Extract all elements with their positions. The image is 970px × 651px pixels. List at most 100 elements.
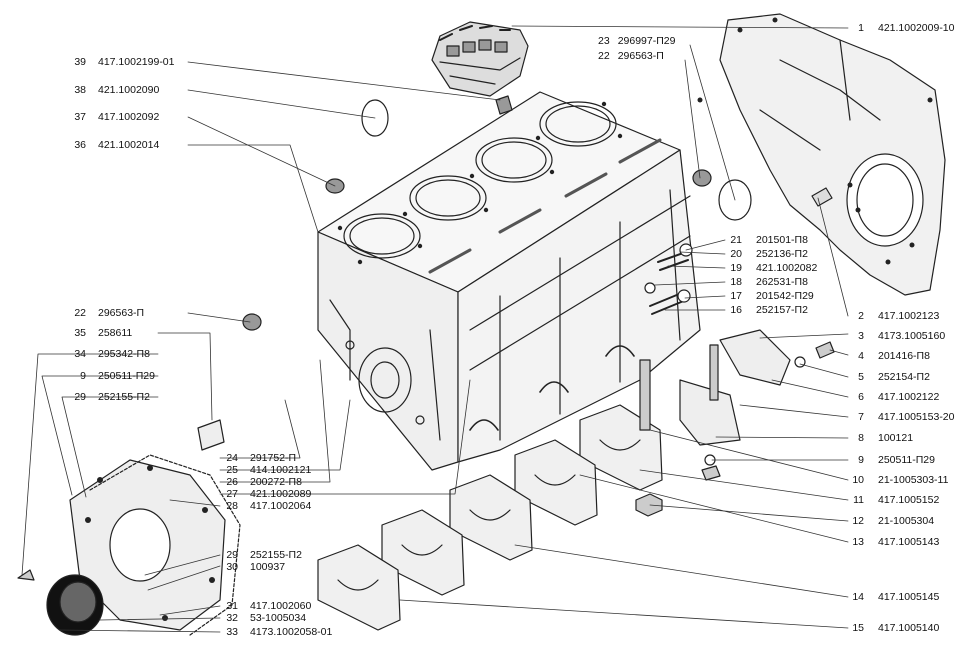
gasket-28 (89, 454, 241, 636)
label-13: 13 417.1005143 (850, 536, 939, 548)
label-num: 8 (858, 432, 864, 444)
label-34: 34 295342-П8 (68, 348, 150, 360)
plug-22-left (242, 313, 262, 331)
sleeve-35 (197, 419, 225, 451)
label-code: 252155-П2 (250, 549, 302, 561)
label-num: 30 (226, 561, 238, 573)
label-num: 21 (730, 234, 742, 246)
label-num: 10 (852, 474, 864, 486)
label-num: 1 (858, 22, 864, 34)
rear-cap-assembly (635, 329, 835, 517)
label-num: 22 (74, 307, 86, 319)
label-38: 38 421.1002090 (68, 84, 159, 96)
label-num: 12 (852, 515, 864, 527)
bolts-cluster (644, 243, 693, 315)
label-code: 4173.1002058-01 (250, 626, 333, 638)
label-5: 5 252154-П2 (850, 371, 930, 383)
label-num: 22 (598, 50, 610, 62)
label-num: 37 (74, 111, 86, 123)
label-code: 252155-П2 (98, 391, 150, 403)
label-29-center: 29 252155-П2 (220, 549, 302, 561)
label-9: 9 250511-П29 (850, 454, 935, 466)
label-code: 421.1002009-10 (878, 22, 955, 34)
label-num: 23 (598, 35, 610, 47)
label-code: 295342-П8 (98, 348, 150, 360)
label-30: 30 100937 (220, 561, 285, 573)
label-num: 29 (226, 549, 238, 561)
label-code: 252154-П2 (878, 371, 930, 383)
label-code: 250511-П29 (878, 454, 935, 466)
label-code: 417.1005140 (878, 622, 940, 634)
label-22-top: 22 296563-П (598, 50, 664, 62)
plug-22-top (692, 169, 712, 187)
label-33: 33 4173.1002058-01 (220, 626, 332, 638)
label-7: 7 417.1005153-20 (850, 411, 955, 423)
dowel-pin (811, 187, 833, 207)
label-code: 258611 (98, 327, 133, 339)
label-num: 18 (730, 276, 742, 288)
label-code: 417.1005153-20 (878, 411, 955, 423)
label-num: 32 (226, 612, 238, 624)
label-3: 3 4173.1005160 (850, 330, 945, 342)
label-code: 21-1005303-11 (878, 474, 949, 486)
label-num: 5 (858, 371, 864, 383)
label-code: 252157-П2 (756, 304, 808, 316)
sleeve-39 (495, 95, 513, 115)
label-18: 18 262531-П8 (728, 276, 808, 288)
label-code: 417.1005152 (878, 494, 940, 506)
label-num: 13 (852, 536, 864, 548)
engine-assembly-thumbnail (431, 21, 529, 97)
label-code: 417.1005145 (878, 591, 940, 603)
label-num: 11 (853, 494, 864, 506)
label-code: 417.1002123 (878, 310, 940, 322)
label-code: 4173.1005160 (878, 330, 946, 342)
label-code: 417.1002060 (250, 600, 312, 612)
label-num: 31 (226, 600, 238, 612)
label-num: 17 (730, 290, 742, 302)
label-code: 417.1002064 (250, 500, 312, 512)
label-num: 25 (226, 464, 238, 476)
label-code: 296563-П (617, 50, 664, 62)
label-31: 31 417.1002060 (220, 600, 311, 612)
label-num: 3 (858, 330, 864, 342)
label-code: 417.1005143 (878, 536, 940, 548)
label-code: 262531-П8 (756, 276, 808, 288)
label-num: 9 (858, 454, 864, 466)
label-num: 39 (74, 56, 86, 68)
label-num: 38 (74, 84, 86, 96)
label-code: 417.1002199-01 (98, 56, 175, 68)
label-num: 6 (858, 391, 864, 403)
label-code: 291752-П (250, 452, 297, 464)
label-code: 296563-П (98, 307, 145, 319)
label-num: 7 (858, 411, 864, 423)
label-code: 200272-П8 (250, 476, 302, 488)
label-num: 29 (74, 391, 86, 403)
label-code: 421.1002090 (98, 84, 160, 96)
label-22-left: 22 296563-П (68, 307, 144, 319)
label-num: 34 (74, 348, 86, 360)
label-code: 296997-П29 (617, 35, 676, 47)
label-num: 36 (74, 139, 86, 151)
label-29-left: 29 252155-П2 (68, 391, 150, 403)
label-num: 33 (226, 626, 238, 638)
label-num: 15 (852, 622, 864, 634)
label-code: 100937 (250, 561, 286, 573)
label-code: 421.1002089 (250, 488, 312, 500)
label-num: 4 (858, 350, 864, 362)
